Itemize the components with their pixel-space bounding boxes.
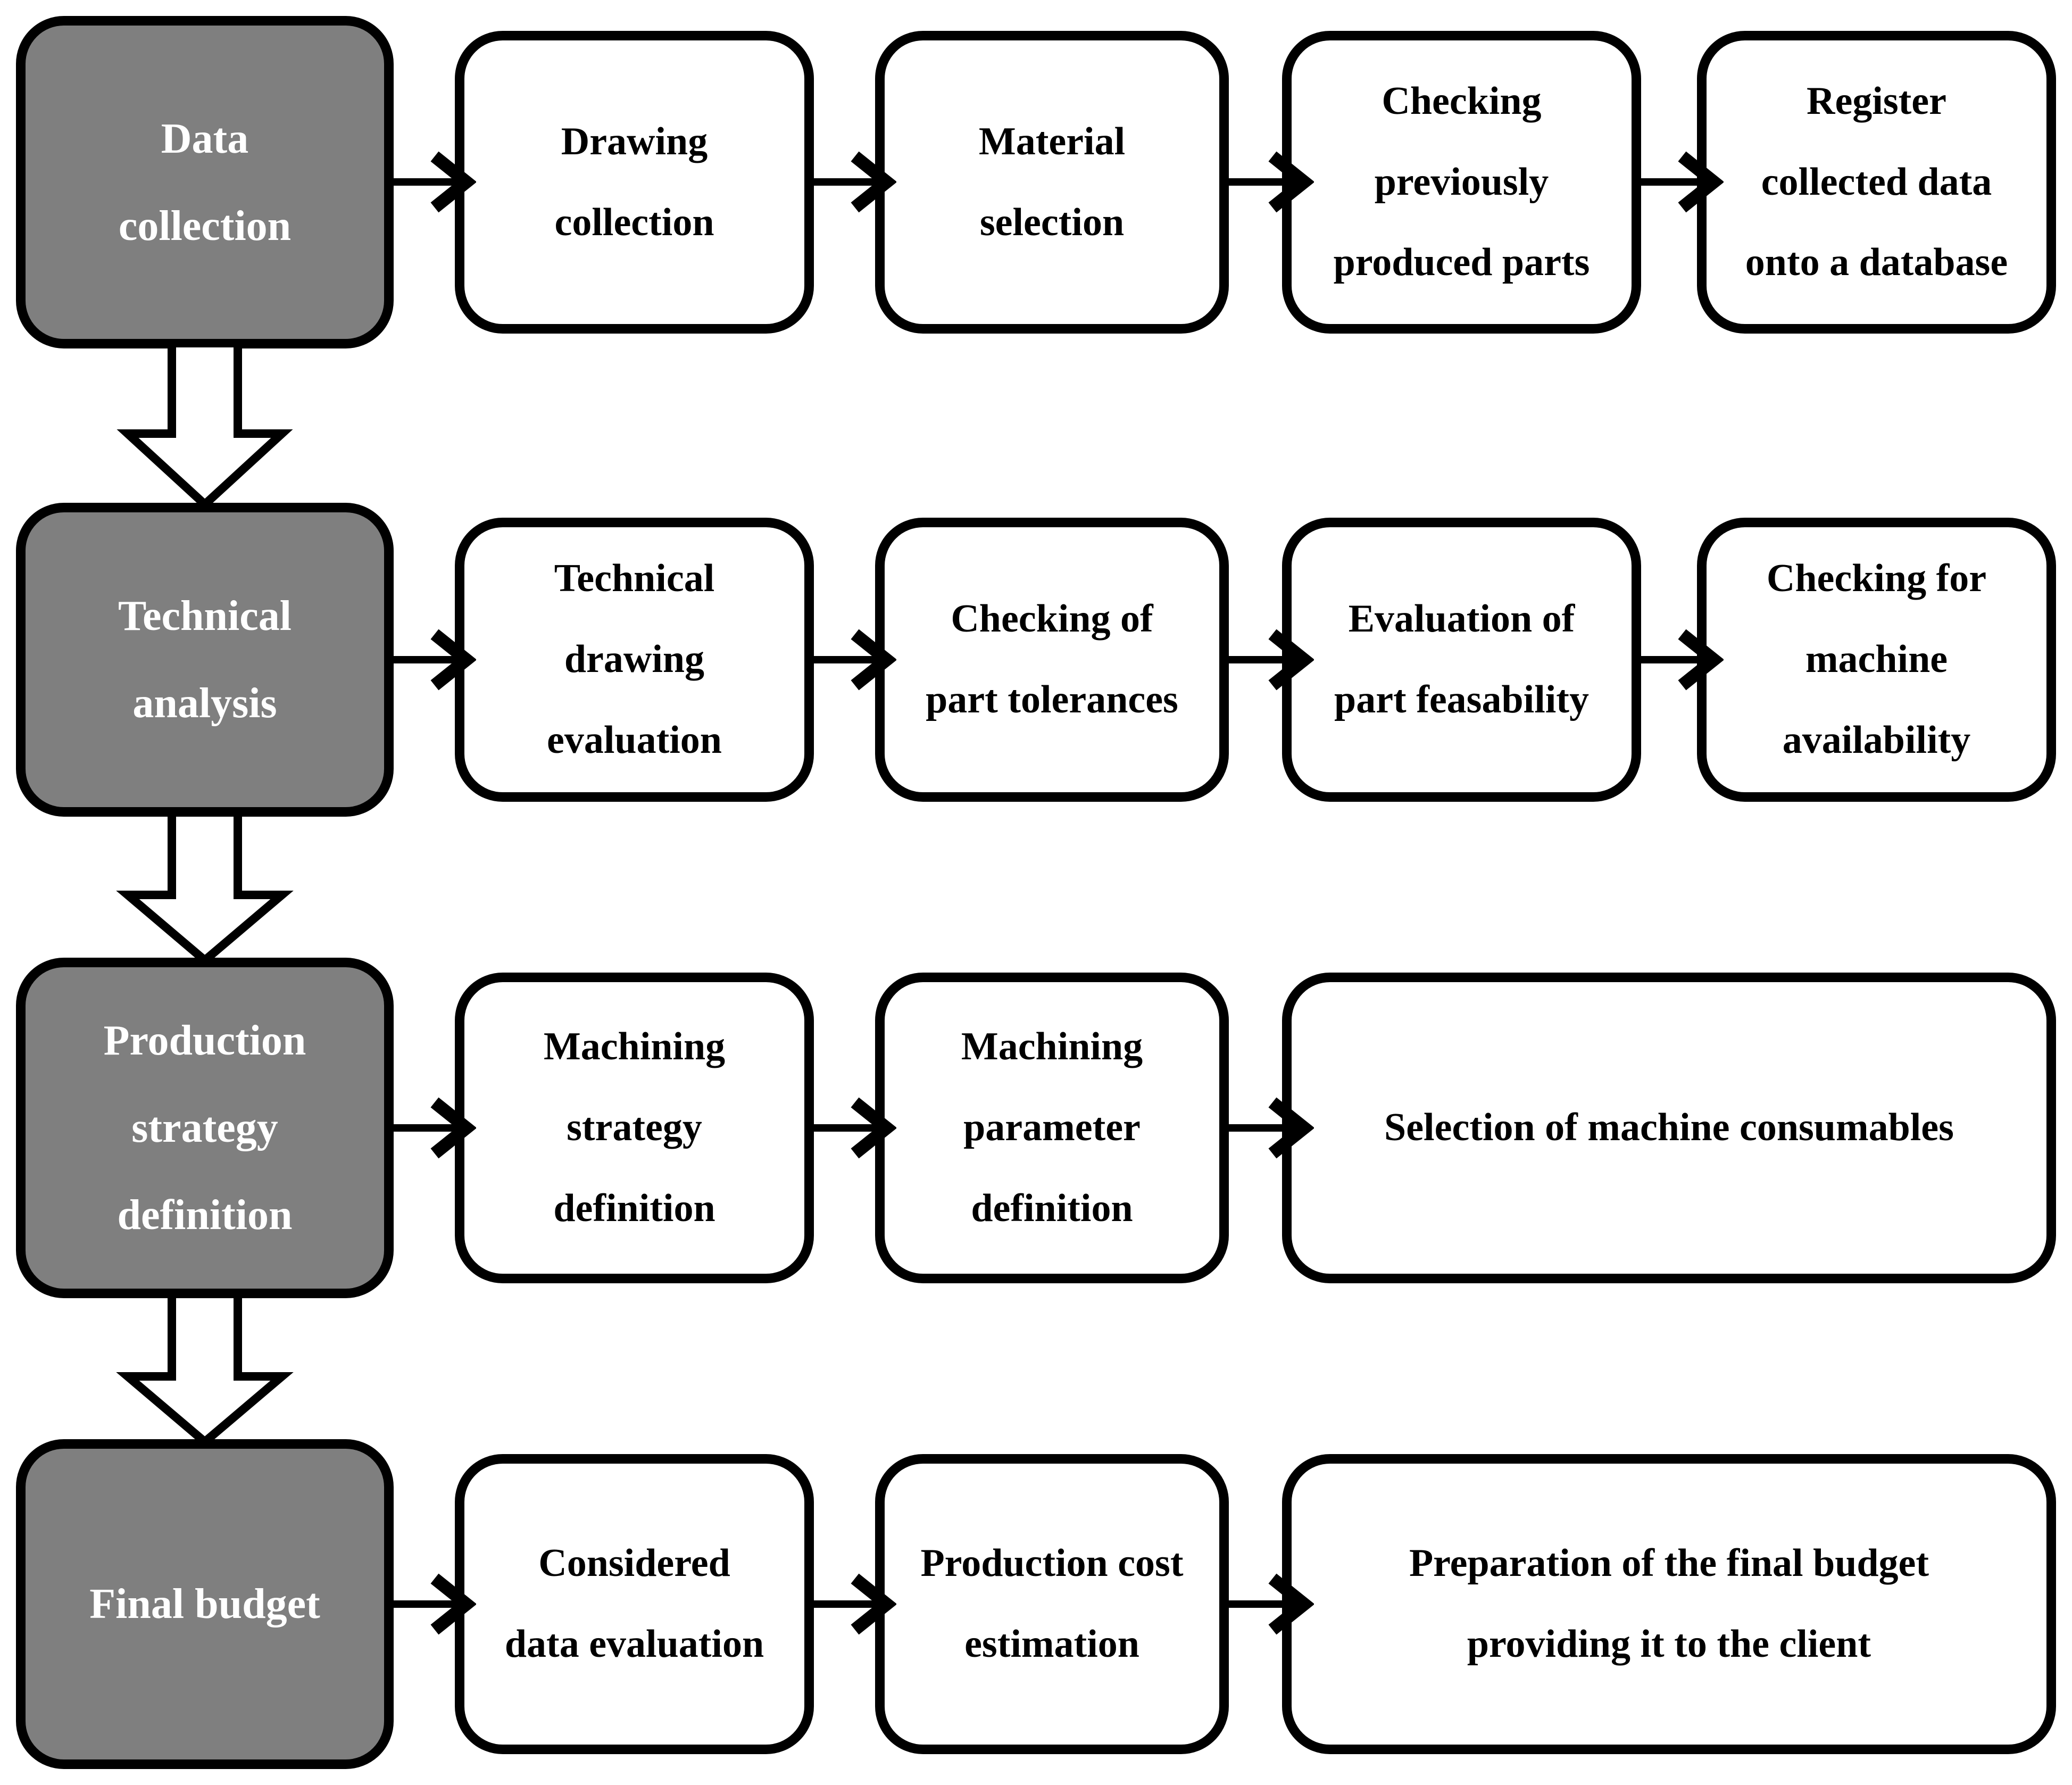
step-technical-drawing-evaluation: Technical drawing evaluation bbox=[455, 518, 814, 802]
stage-final-budget: Final budget bbox=[16, 1439, 394, 1769]
step-label: Drawing collection bbox=[554, 119, 714, 244]
step-material-selection: Material selection bbox=[875, 31, 1229, 334]
step-label: Considered data evaluation bbox=[504, 1541, 764, 1666]
step-evaluation-part-feasability: Evaluation of part feasability bbox=[1282, 518, 1641, 802]
step-label: Preparation of the final budget providin… bbox=[1409, 1541, 1929, 1666]
right-arrow-icon bbox=[1636, 151, 1724, 213]
step-label: Material selection bbox=[978, 119, 1126, 244]
step-label: Register collected data onto a database bbox=[1745, 79, 2008, 285]
step-label: Machining parameter definition bbox=[961, 1025, 1143, 1230]
stage-label: Final budget bbox=[89, 1581, 320, 1628]
down-block-arrow-icon bbox=[117, 339, 293, 510]
step-label: Technical drawing evaluation bbox=[547, 557, 722, 762]
stage-label: Production strategy definition bbox=[103, 1017, 306, 1239]
step-label: Production cost estimation bbox=[920, 1541, 1184, 1666]
step-production-cost-estimation: Production cost estimation bbox=[875, 1454, 1229, 1754]
step-label: Evaluation of part feasability bbox=[1334, 597, 1589, 721]
step-machining-parameter-definition: Machining parameter definition bbox=[875, 973, 1229, 1283]
right-arrow-icon bbox=[388, 1573, 476, 1635]
down-block-arrow-icon bbox=[116, 1290, 294, 1448]
right-arrow-icon bbox=[388, 629, 476, 691]
step-checking-previously-produced-parts: Checking previously produced parts bbox=[1282, 31, 1641, 334]
step-label: Checking previously produced parts bbox=[1333, 79, 1590, 285]
step-label: Machining strategy definition bbox=[543, 1025, 726, 1230]
step-label: Checking for machine availability bbox=[1766, 557, 1987, 762]
right-arrow-icon bbox=[809, 1097, 896, 1159]
step-register-collected-data: Register collected data onto a database bbox=[1697, 31, 2056, 334]
right-arrow-icon bbox=[1226, 629, 1314, 691]
stage-label: Technical analysis bbox=[118, 593, 292, 727]
right-arrow-icon bbox=[1226, 1097, 1314, 1159]
stage-data-collection: Data collection bbox=[16, 16, 394, 348]
step-preparation-final-budget: Preparation of the final budget providin… bbox=[1282, 1454, 2056, 1754]
right-arrow-icon bbox=[809, 1573, 896, 1635]
step-checking-part-tolerances: Checking of part tolerances bbox=[875, 518, 1229, 802]
step-machining-strategy-definition: Machining strategy definition bbox=[455, 973, 814, 1283]
right-arrow-icon bbox=[388, 1097, 476, 1159]
stage-production-strategy-definition: Production strategy definition bbox=[16, 958, 394, 1298]
down-block-arrow-icon bbox=[116, 808, 294, 966]
step-checking-machine-availability: Checking for machine availability bbox=[1697, 518, 2056, 802]
right-arrow-icon bbox=[1226, 151, 1314, 213]
stage-label: Data collection bbox=[118, 115, 292, 250]
right-arrow-icon bbox=[1636, 629, 1724, 691]
right-arrow-icon bbox=[809, 629, 896, 691]
right-arrow-icon bbox=[1226, 1573, 1314, 1635]
step-selection-machine-consumables: Selection of machine consumables bbox=[1282, 973, 2056, 1283]
step-label: Selection of machine consumables bbox=[1384, 1106, 1954, 1150]
step-considered-data-evaluation: Considered data evaluation bbox=[455, 1454, 814, 1754]
step-label: Checking of part tolerances bbox=[926, 597, 1178, 721]
right-arrow-icon bbox=[388, 151, 476, 213]
right-arrow-icon bbox=[809, 151, 896, 213]
stage-technical-analysis: Technical analysis bbox=[16, 503, 394, 817]
step-drawing-collection: Drawing collection bbox=[455, 31, 814, 334]
